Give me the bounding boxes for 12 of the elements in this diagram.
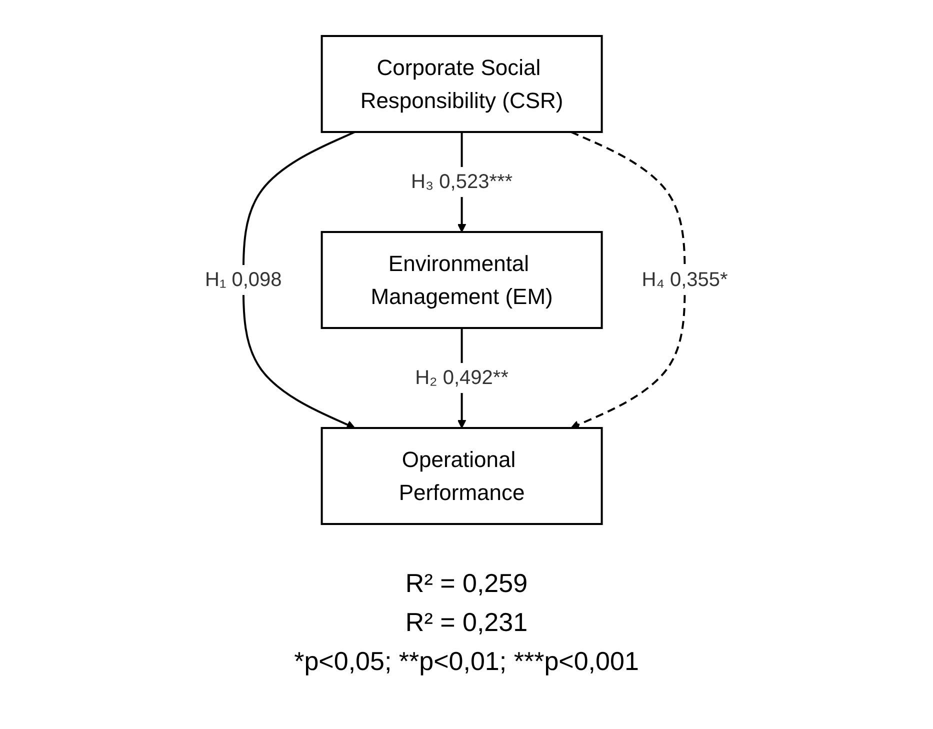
- node-box: Corporate Social Responsibility (CSR): [320, 35, 603, 133]
- footnote: *p<0,05; **p<0,01; ***p<0,001: [294, 646, 639, 677]
- arrow: [242, 131, 356, 429]
- arrow: [570, 131, 686, 429]
- edge-label: H₁ 0,098: [205, 269, 282, 291]
- r-squared-label: R² = 0,231: [405, 607, 528, 638]
- node-box: Environmental Management (EM): [320, 231, 603, 329]
- node-box: Operational Performance: [320, 427, 603, 525]
- r-squared-label: R² = 0,259: [405, 568, 528, 599]
- edge-label: H₄ 0,355*: [642, 269, 728, 291]
- edge-label: H₃ 0,523***: [411, 171, 513, 193]
- edge-label: H₂ 0,492**: [415, 367, 509, 389]
